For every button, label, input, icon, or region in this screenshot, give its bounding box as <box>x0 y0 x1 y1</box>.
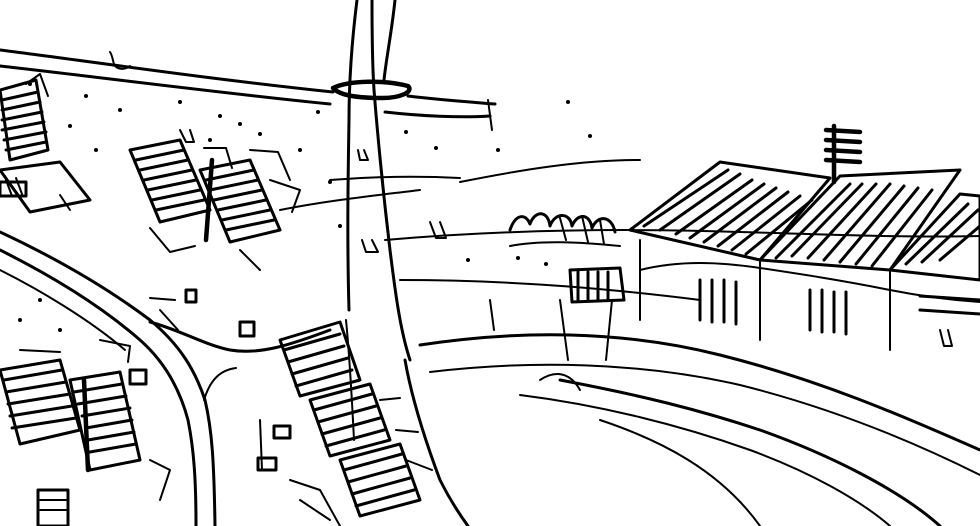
field-marks <box>489 299 613 391</box>
east-building-range <box>568 123 980 351</box>
field-boundary-lines <box>279 159 980 301</box>
curved-road-west <box>0 230 332 526</box>
roundabout-junction <box>330 79 412 101</box>
south-central-housing <box>256 320 433 526</box>
road-markings <box>179 129 953 347</box>
cross-road-upper <box>0 48 497 131</box>
texture-dots <box>18 82 592 332</box>
sw-housing-cluster <box>0 339 171 526</box>
main-road-north-south <box>345 0 470 526</box>
nw-building-cluster <box>0 73 92 214</box>
sweeping-road-east <box>418 333 980 526</box>
tree-line <box>508 212 621 247</box>
central-housing-block <box>128 138 301 338</box>
